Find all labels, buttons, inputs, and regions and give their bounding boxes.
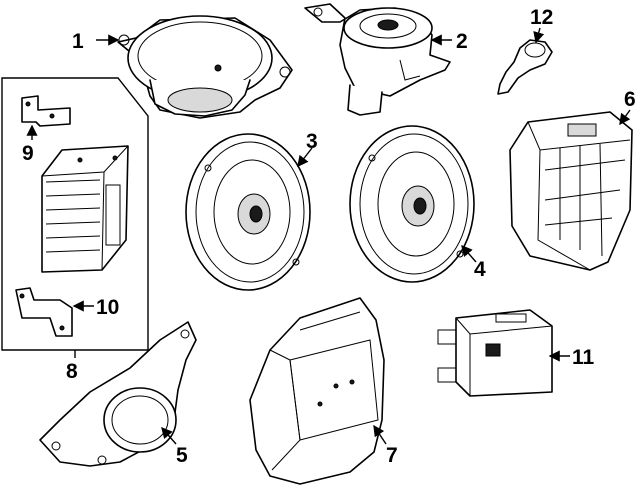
part-12-clip (497, 39, 553, 95)
callout-2-label: 2 (456, 30, 468, 53)
part-4-speaker (349, 125, 475, 283)
callout-12-label: 12 (530, 6, 553, 29)
part-10-bracket (15, 287, 73, 337)
callout-11-label: 11 (572, 346, 595, 369)
part-1-speaker (117, 15, 293, 119)
callout-4: 4 (461, 244, 486, 281)
callout-3-label: 3 (306, 130, 318, 153)
callout-10-label: 10 (96, 296, 119, 319)
callout-9: 9 (22, 124, 38, 165)
part-9-bracket (21, 95, 71, 127)
part-7-subwoofer-enclosure (249, 297, 385, 485)
part-6-amplifier (509, 111, 633, 271)
callout-9-label: 9 (22, 142, 34, 165)
callout-3: 3 (297, 130, 318, 168)
callout-6-label: 6 (624, 88, 636, 111)
part-2-tweeter-housing (304, 3, 451, 116)
callout-4-label: 4 (474, 258, 486, 281)
callout-7: 7 (373, 424, 398, 467)
callout-1: 1 (72, 30, 120, 53)
callout-8-label: 8 (66, 360, 78, 383)
callout-8: 8 (66, 350, 78, 383)
part-8-group-box (1, 77, 149, 351)
callout-2: 2 (430, 30, 468, 53)
callout-6: 6 (619, 88, 636, 126)
part-11-module (437, 309, 553, 397)
part-5-speaker-bracket (39, 321, 197, 467)
callout-7-label: 7 (386, 444, 398, 467)
part-8-module (41, 145, 129, 273)
callout-5: 5 (161, 426, 188, 467)
callout-10: 10 (72, 296, 119, 319)
callout-12: 12 (530, 6, 553, 44)
callout-5-label: 5 (176, 444, 188, 467)
callout-11: 11 (548, 346, 595, 369)
part-3-speaker (185, 133, 311, 291)
callout-1-label: 1 (72, 30, 84, 53)
